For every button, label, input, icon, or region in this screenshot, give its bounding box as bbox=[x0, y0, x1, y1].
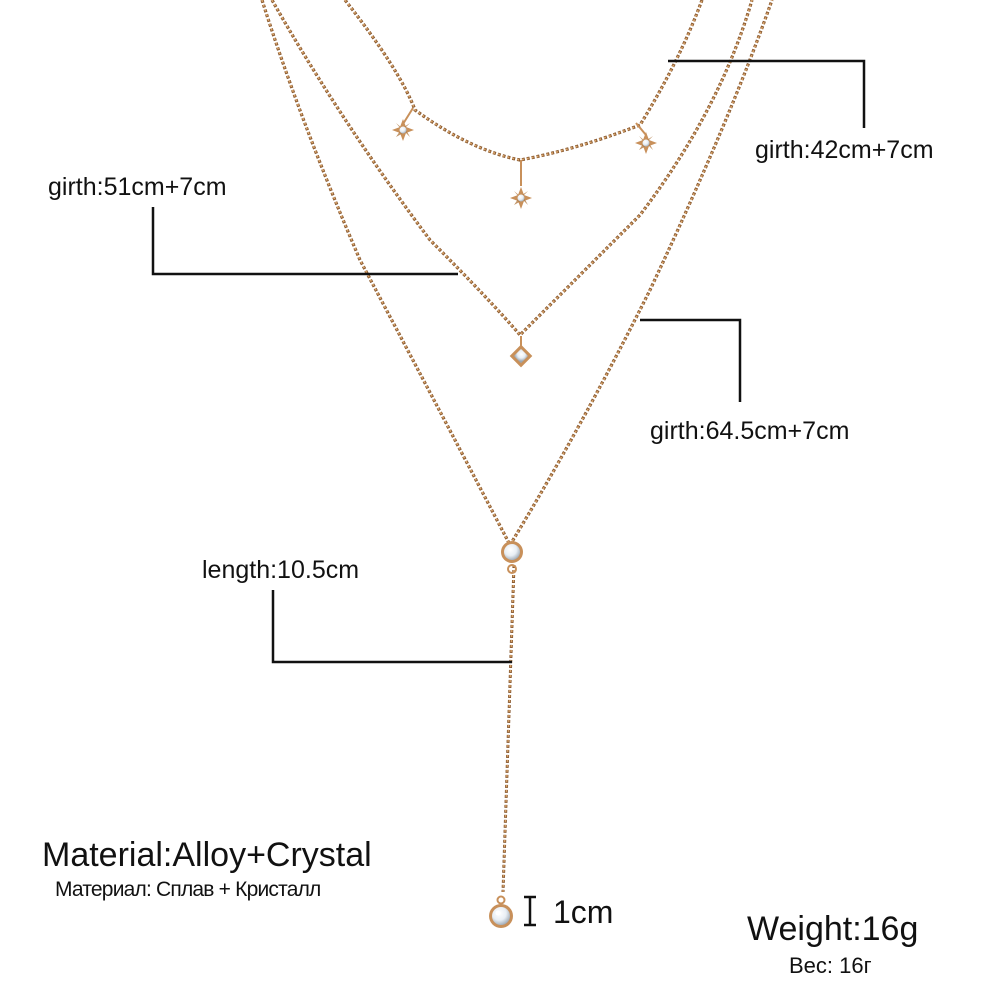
girth-label-middle: girth:51cm+7cm bbox=[48, 173, 227, 201]
necklace-chain-middle bbox=[270, 0, 754, 338]
round-crystal-connector bbox=[501, 541, 523, 574]
girth-label-bottom: girth:64.5cm+7cm bbox=[650, 417, 850, 445]
size-bracket-icon bbox=[524, 895, 536, 927]
weight-label-ru: Вес: 16г bbox=[789, 953, 872, 978]
round-crystal-drop bbox=[489, 895, 513, 928]
leader-line-girth-middle bbox=[151, 207, 458, 276]
star-charm bbox=[635, 122, 657, 154]
leader-line-length bbox=[271, 590, 512, 664]
square-crystal-charm bbox=[509, 336, 533, 368]
girth-label-top: girth:42cm+7cm bbox=[755, 136, 934, 164]
star-charm bbox=[392, 107, 414, 141]
leader-line-girth-top bbox=[668, 59, 866, 128]
leader-line-girth-bottom bbox=[640, 318, 742, 402]
length-label: length:10.5cm bbox=[202, 556, 360, 584]
necklace-chain-short bbox=[343, 0, 704, 162]
material-label-ru: Материал: Сплав + Кристалл bbox=[55, 878, 321, 901]
star-charm bbox=[510, 160, 532, 209]
weight-label-en: Weight:16g bbox=[747, 910, 919, 948]
crystal-size-label: 1cm bbox=[553, 894, 614, 930]
material-label-en: Material:Alloy+Crystal bbox=[42, 836, 372, 874]
